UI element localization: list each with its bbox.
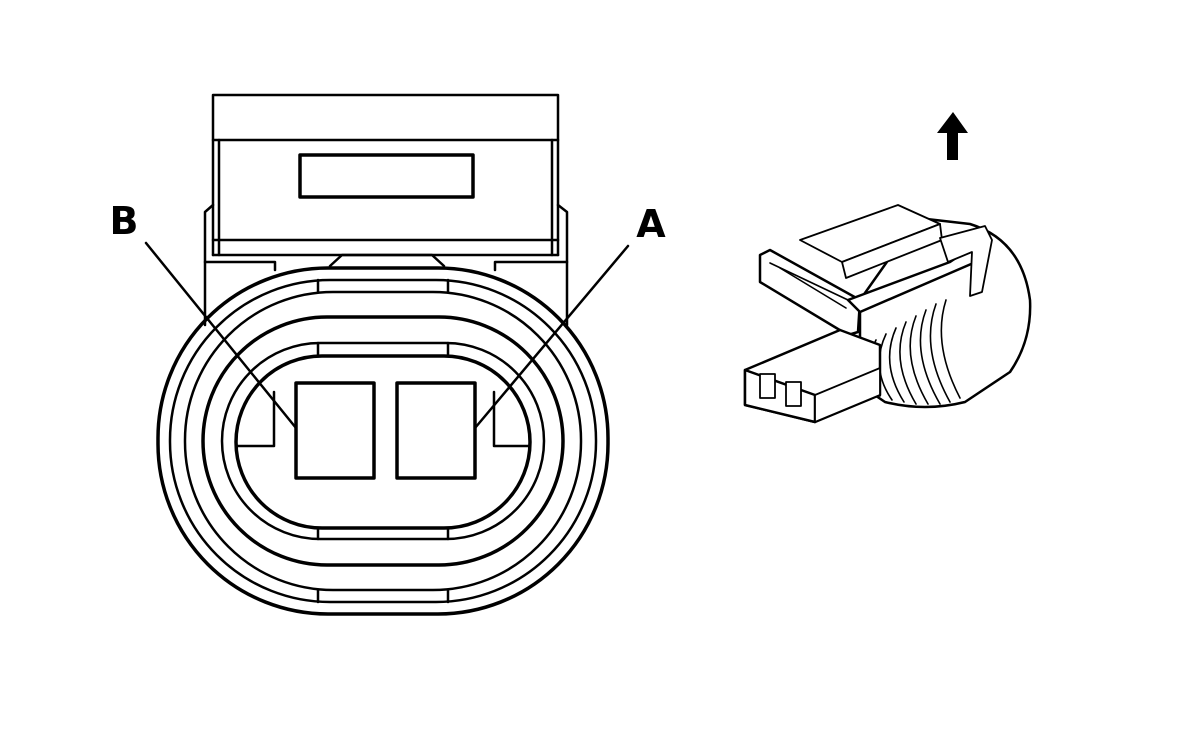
- pin-label-a: A: [636, 202, 666, 246]
- terminal-cavity-b: [294, 381, 376, 480]
- leader-line-a: [473, 244, 630, 430]
- connector-body: [156, 266, 610, 616]
- seal-rings: [868, 299, 961, 405]
- connector-face-view: B A: [110, 93, 666, 616]
- up-arrow-icon: [937, 112, 968, 160]
- leader-line-b: [144, 241, 298, 430]
- latch-housing: [203, 93, 569, 327]
- iso-cavity-b: [785, 381, 802, 407]
- iso-cavity-a: [759, 373, 776, 399]
- pin-label-b: B: [110, 199, 139, 243]
- lock-window: [298, 153, 475, 199]
- connector-isometric-view: [743, 112, 1032, 424]
- terminal-cavity-a: [395, 381, 477, 480]
